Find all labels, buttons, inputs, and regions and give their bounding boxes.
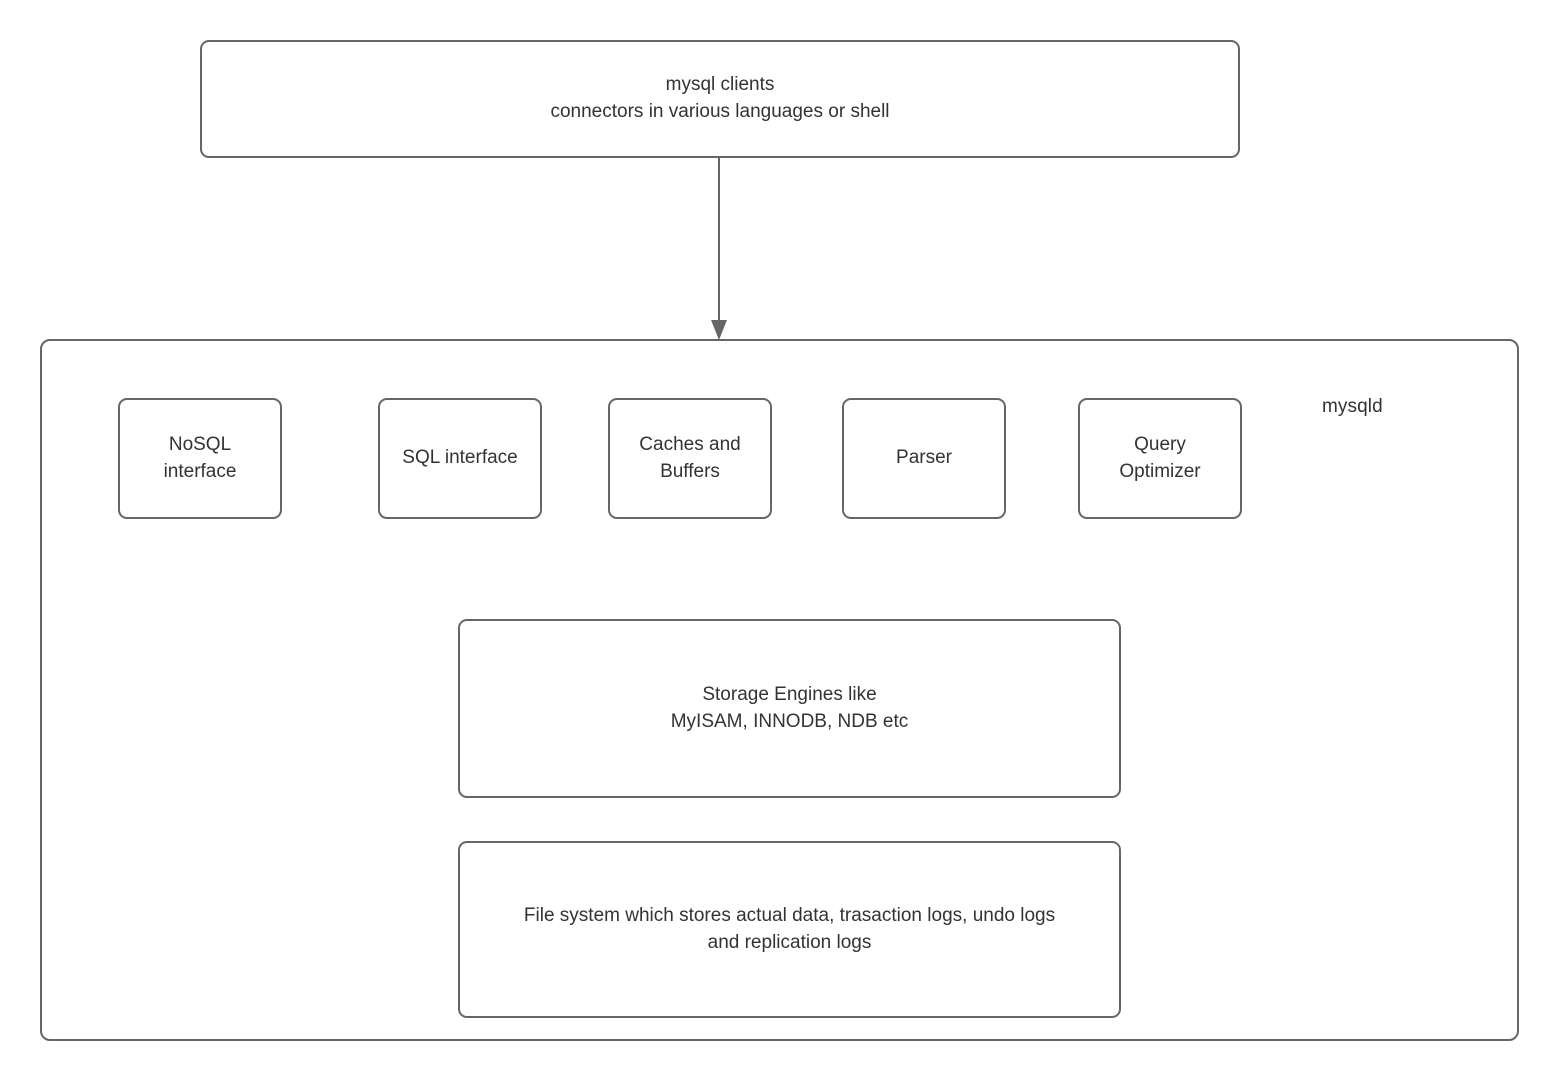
node-query-optimizer-label: Query Optimizer (1119, 433, 1201, 482)
node-nosql-interface-label: NoSQL interface (163, 433, 237, 482)
node-nosql-interface[interactable]: NoSQL interface (118, 398, 282, 519)
node-query-optimizer[interactable]: Query Optimizer (1078, 398, 1242, 519)
node-sql-interface-label: SQL interface (402, 447, 518, 469)
node-file-system[interactable]: File system which stores actual data, tr… (458, 841, 1121, 1018)
node-storage-engines[interactable]: Storage Engines like MyISAM, INNODB, NDB… (458, 619, 1121, 798)
node-mysqld-label: mysqld (1322, 396, 1383, 417)
node-sql-interface[interactable]: SQL interface (378, 398, 542, 519)
node-mysql-clients[interactable]: mysql clients connectors in various lang… (200, 40, 1240, 158)
node-parser-label: Parser (896, 447, 952, 469)
node-mysql-clients-label: mysql clients connectors in various lang… (550, 74, 890, 122)
node-file-system-label: File system which stores actual data, tr… (523, 904, 1056, 953)
node-caches-and-buffers-label: Caches and Buffers (639, 433, 741, 482)
node-caches-and-buffers[interactable]: Caches and Buffers (608, 398, 772, 519)
node-parser[interactable]: Parser (842, 398, 1006, 519)
node-storage-engines-label: Storage Engines like MyISAM, INNODB, NDB… (670, 683, 909, 732)
arrow-clients-to-mysqld (711, 158, 727, 340)
arrow-head-icon (711, 320, 727, 340)
